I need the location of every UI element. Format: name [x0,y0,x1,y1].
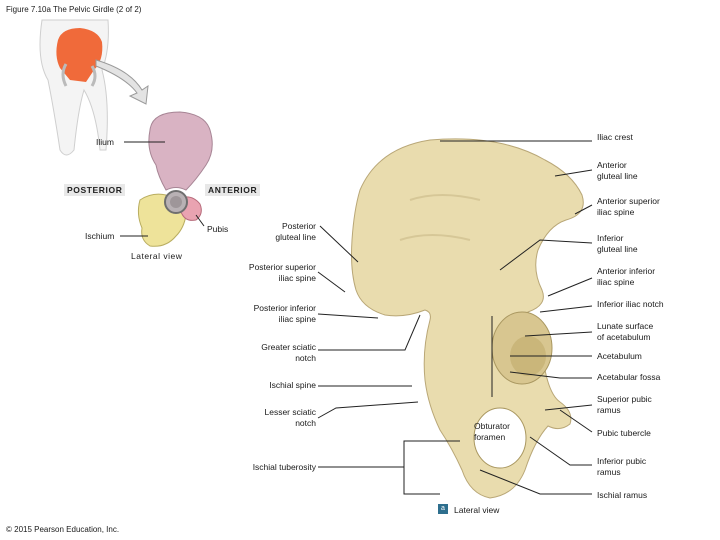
label-acetabular-fossa: Acetabular fossa [597,372,661,382]
anterior-label: ANTERIOR [205,184,261,196]
posterior-label: POSTERIOR [64,184,126,196]
label-pubic-tubercle: Pubic tubercle [597,428,651,438]
hip-highlight-icon [56,28,103,82]
caption-text: Lateral view [454,505,500,515]
main-hip-bone [351,138,584,499]
label-ischial-spine: Ischial spine [269,380,316,390]
ischium-label: Ischium [85,231,115,241]
pointer-arrow-icon [95,59,149,105]
ilium-label: Ilium [96,137,114,147]
label-ischial-ramus: Ischial ramus [597,490,648,500]
label-ischial-tuberosity: Ischial tuberosity [252,462,316,472]
copyright: © 2015 Pearson Education, Inc. [6,525,120,534]
label-inferior-iliac-notch: Inferior iliac notch [597,299,664,309]
main-leader-lines [317,140,593,495]
label-iliac-crest: Iliac crest [597,132,633,142]
obturator-foramen-hole [473,407,527,469]
label-acetabulum: Acetabulum [597,351,642,361]
pubis-label: Pubis [207,224,229,234]
caption-badge: a [438,504,448,514]
inset-leader-lines [120,141,205,237]
figure-title: Figure 7.10a The Pelvic Girdle (2 of 2) [6,5,142,14]
inset-lateral-view-label: Lateral view [131,251,183,261]
inset-hip-bone [137,111,213,247]
body-silhouette-icon [39,19,109,156]
